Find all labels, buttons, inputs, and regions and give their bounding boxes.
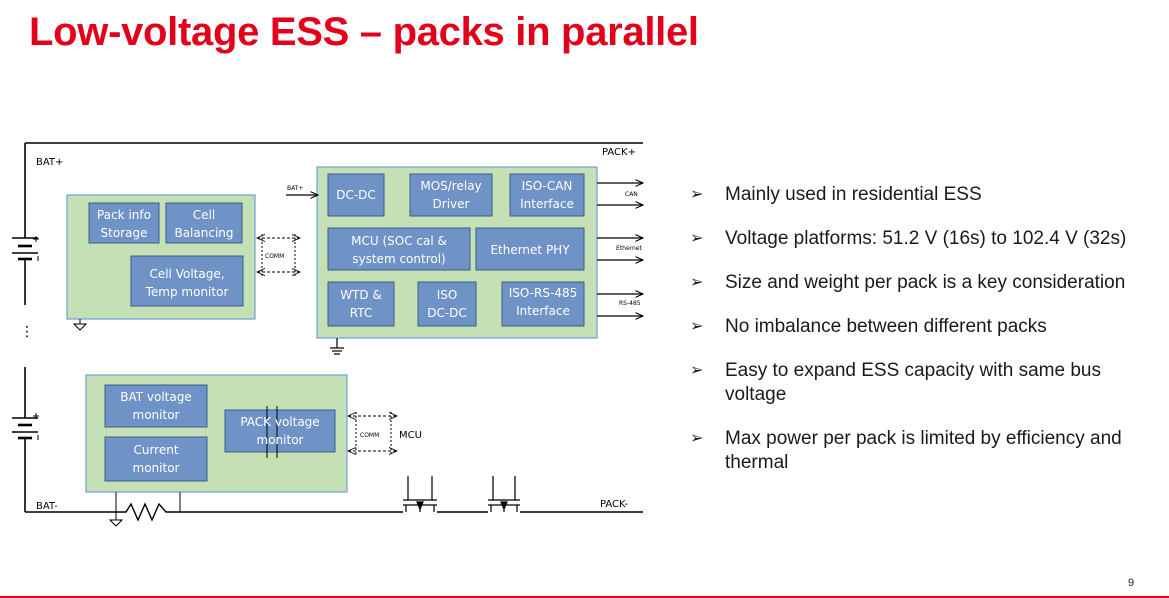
footer-rule — [0, 596, 1169, 598]
ellipsis-label: ⋮ — [20, 324, 34, 340]
comm-arrow-left — [257, 234, 300, 276]
iso-rs485-line1: ISO-RS-485 — [509, 286, 577, 300]
wtd-rtc-line2: RTC — [350, 306, 372, 320]
mcu-blocks — [327, 173, 585, 327]
cell-balancing-line1: Cell — [193, 208, 215, 222]
mosfet-2 — [488, 476, 520, 512]
mosfet-1 — [403, 476, 437, 512]
bullet-text: Voltage platforms: 51.2 V (16s) to 102.4… — [725, 228, 1127, 249]
slide-title: Low-voltage ESS – packs in parallel — [29, 10, 699, 54]
bat-minus-label: BAT- — [36, 501, 58, 512]
comm-label-left: COMM — [265, 253, 284, 260]
output-arrows — [597, 183, 643, 316]
bullet-text: Max power per pack is limited by efficie… — [725, 428, 1122, 473]
top-rail — [24, 142, 643, 305]
pack-minus-label: PACK- — [600, 499, 629, 510]
mcu-line2: system control) — [352, 252, 445, 266]
dcdc-label: DC-DC — [336, 188, 376, 202]
ground-symbol-mcu — [330, 338, 344, 355]
pack-voltage-line1: PACK voltage — [240, 415, 319, 429]
feature-bullet-list: ➢ Mainly used in residential ESS ➢ Voltage… — [690, 183, 1160, 495]
mcu-line1: MCU (SOC cal & — [351, 234, 447, 248]
bullet-arrow-icon: ➢ — [690, 362, 704, 379]
pack-info-line2: Storage — [101, 226, 148, 240]
bat-voltage-line2: monitor — [133, 408, 180, 422]
left-module — [66, 194, 256, 320]
battery-symbol-bottom — [12, 413, 39, 440]
iso-can-line2: Interface — [520, 197, 574, 211]
bullet-text: No imbalance between different packs — [725, 316, 1047, 337]
cell-voltage-line2: Temp monitor — [145, 285, 229, 299]
ethernet-phy-label: Ethernet PHY — [490, 243, 570, 257]
bullet-arrow-icon: ➢ — [690, 230, 704, 247]
pack-voltage-line2: monitor — [257, 433, 304, 447]
bat-plus-label: BAT+ — [36, 157, 63, 168]
bullet-item: ➢ Size and weight per pack is a key consi… — [690, 271, 1160, 295]
current-monitor-line2: monitor — [133, 461, 180, 475]
ground-symbol-left — [72, 319, 88, 331]
bullet-item: ➢ Mainly used in residential ESS — [690, 183, 1160, 207]
cell-voltage-line1: Cell Voltage, — [149, 267, 224, 281]
ethernet-out-label: Ethernet — [616, 245, 642, 252]
iso-dcdc-line1: ISO — [437, 288, 458, 302]
can-label: CAN — [625, 191, 638, 198]
wtd-rtc-line1: WTD & — [340, 288, 382, 302]
bottom-module — [85, 374, 348, 493]
bat-plus-small-label: BAT+ — [287, 185, 303, 192]
battery-symbol-top — [12, 236, 39, 261]
bullet-text: Size and weight per pack is a key consid… — [725, 272, 1126, 293]
iso-can-line1: ISO-CAN — [522, 179, 573, 193]
pack-block-diagram: BAT+ PACK+ ⋮ Pack info Storage Cell Bala… — [12, 142, 660, 527]
bullet-item: ➢ Easy to expand ESS capacity with same b… — [690, 359, 1160, 407]
shunt-taps — [108, 492, 181, 527]
bullet-item: ➢ Max power per pack is limited by effici… — [690, 427, 1160, 475]
bullet-text: Easy to expand ESS capacity with same bu… — [725, 360, 1101, 405]
bullet-arrow-icon: ➢ — [690, 274, 704, 291]
bullet-item: ➢ No imbalance between different packs — [690, 315, 1160, 339]
pack-info-line1: Pack info — [97, 208, 151, 222]
iso-dcdc-line2: DC-DC — [427, 306, 467, 320]
bat-voltage-line1: BAT voltage — [120, 390, 192, 404]
bullet-arrow-icon: ➢ — [690, 318, 704, 335]
bottom-rail — [25, 502, 643, 522]
pack-plus-label: PACK+ — [602, 147, 636, 158]
mos-driver-line2: Driver — [433, 197, 470, 211]
mcu-label-bottom: MCU — [399, 430, 422, 441]
bullet-text: Mainly used in residential ESS — [725, 184, 982, 205]
bullet-arrow-icon: ➢ — [690, 430, 704, 447]
comm-label-bottom: COMM — [360, 432, 379, 439]
bullet-item: ➢ Voltage platforms: 51.2 V (16s) to 102.… — [690, 227, 1160, 251]
mos-driver-line1: MOS/relay — [420, 179, 481, 193]
cell-balancing-line2: Balancing — [174, 226, 233, 240]
iso-rs485-line2: Interface — [516, 304, 570, 318]
current-monitor-line1: Current — [133, 443, 178, 457]
comm-arrow-bottom — [348, 412, 397, 455]
bullet-arrow-icon: ➢ — [690, 186, 704, 203]
page-number: 9 — [1128, 577, 1135, 589]
rs485-out-label: RS-485 — [619, 300, 641, 307]
